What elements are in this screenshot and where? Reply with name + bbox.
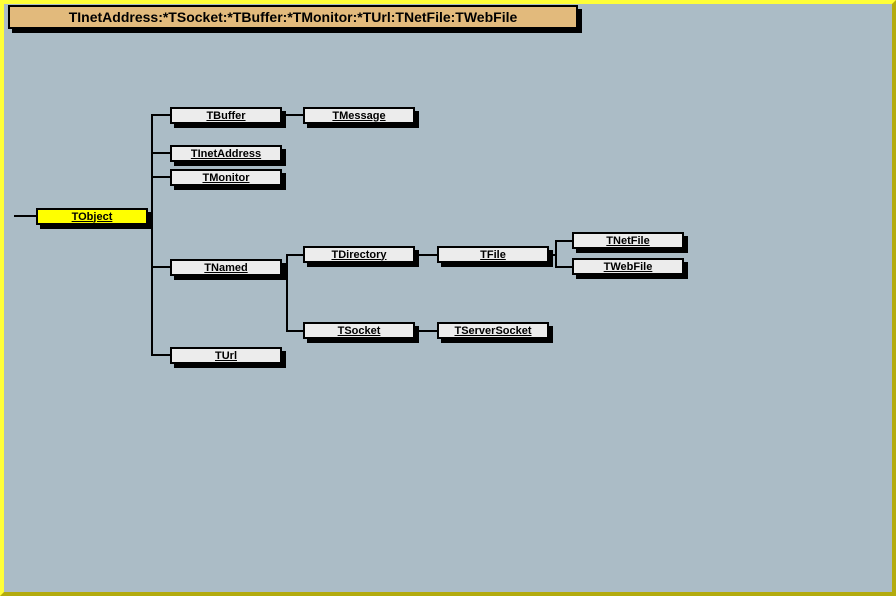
- connector-line: [148, 215, 153, 217]
- connector-line: [415, 254, 437, 256]
- connector-line: [555, 240, 557, 268]
- connector-line: [151, 114, 153, 356]
- connector-line: [286, 330, 303, 332]
- node-tinetaddress[interactable]: TInetAddress: [170, 145, 282, 162]
- connector-line: [151, 176, 170, 178]
- node-tbuffer[interactable]: TBuffer: [170, 107, 282, 124]
- connector-line: [555, 266, 572, 268]
- connector-line: [151, 114, 170, 116]
- node-tsocket[interactable]: TSocket: [303, 322, 415, 339]
- connector-line: [151, 266, 170, 268]
- connector-line: [14, 215, 36, 217]
- connector-line: [555, 240, 572, 242]
- connector-line: [151, 354, 170, 356]
- node-tdirectory[interactable]: TDirectory: [303, 246, 415, 263]
- node-tmonitor[interactable]: TMonitor: [170, 169, 282, 186]
- connector-line: [151, 152, 170, 154]
- node-turl[interactable]: TUrl: [170, 347, 282, 364]
- node-tfile[interactable]: TFile: [437, 246, 549, 263]
- diagram-title-text: TInetAddress:*TSocket:*TBuffer:*TMonitor…: [68, 9, 518, 25]
- connector-line: [286, 254, 288, 332]
- connector-line: [415, 330, 437, 332]
- node-tserversocket[interactable]: TServerSocket: [437, 322, 549, 339]
- node-tobject[interactable]: TObject: [36, 208, 148, 225]
- connector-line: [549, 254, 557, 256]
- node-twebfile[interactable]: TWebFile: [572, 258, 684, 275]
- node-tmessage[interactable]: TMessage: [303, 107, 415, 124]
- node-tnamed[interactable]: TNamed: [170, 259, 282, 276]
- connector-line: [282, 114, 303, 116]
- connector-line: [282, 266, 288, 268]
- connector-line: [286, 254, 303, 256]
- node-tnetfile[interactable]: TNetFile: [572, 232, 684, 249]
- diagram-title-bar: TInetAddress:*TSocket:*TBuffer:*TMonitor…: [8, 5, 578, 29]
